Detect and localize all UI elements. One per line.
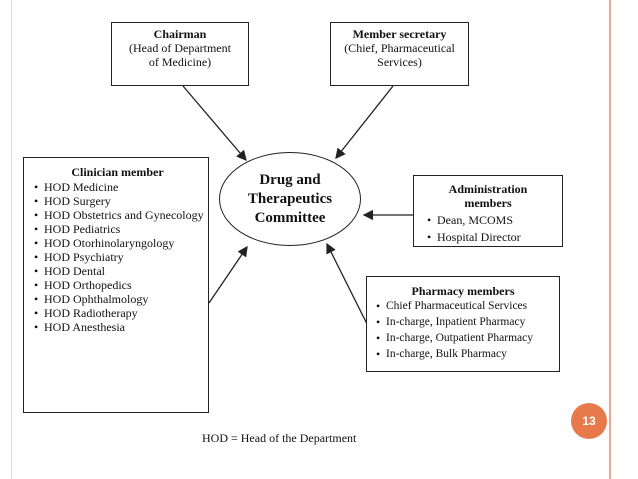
chairman-box: Chairman (Head of Department of Medicine… [111,22,249,86]
member-secretary-line2: Services) [377,55,422,69]
pharmacy-members-title: Pharmacy members [411,284,515,298]
list-item: Chief Pharmaceutical Services [373,299,559,313]
chairman-title: Chairman [153,27,207,41]
chairman-line2: of Medicine) [148,55,212,69]
arrow-clinician [208,245,248,304]
member-secretary-title: Member secretary [352,27,447,41]
list-item: In-charge, Outpatient Pharmacy [373,331,559,345]
administration-title-line2: members [464,196,512,210]
list-item: HOD Pediatrics [31,222,204,236]
clinician-member-box: Clinician member HOD Medicine HOD Surger… [23,157,209,413]
clinician-member-title: Clinician member [71,165,164,179]
committee-ellipse: Drug and Therapeutics Committee [219,152,361,246]
pharmacy-members-box: Pharmacy members Chief Pharmaceutical Se… [366,276,560,372]
member-secretary-box: Member secretary (Chief, Pharmaceutical … [330,22,469,86]
list-item: HOD Radiotherapy [31,306,204,320]
arrow-secretary [335,85,394,160]
list-item: Dean, MCOMS [424,213,562,227]
chairman-line1: (Head of Department [129,41,231,55]
list-item: HOD Surgery [31,194,204,208]
list-item: HOD Psychiatry [31,250,204,264]
list-item: Hospital Director [424,230,562,244]
arrow-pharmacy [326,242,373,335]
list-item: In-charge, Bulk Pharmacy [373,347,559,361]
administration-title-line1: Administration [448,182,528,196]
administration-member-list: Dean, MCOMS Hospital Director [424,213,562,244]
administration-members-box: Administration members Dean, MCOMS Hospi… [413,175,563,247]
member-secretary-line1: (Chief, Pharmaceutical [344,41,455,55]
list-item: HOD Otorhinolaryngology [31,236,204,250]
committee-label: Drug and Therapeutics Committee [247,171,333,226]
list-item: HOD Obstetrics and Gynecology [31,208,204,222]
page-number-badge: 13 [571,403,607,439]
list-item: HOD Ophthalmology [31,292,204,306]
list-item: HOD Anesthesia [31,320,204,334]
left-margin-rule [11,0,12,479]
pharmacy-member-list: Chief Pharmaceutical Services In-charge,… [373,299,559,361]
arrow-chairman [182,85,247,161]
footnote: HOD = Head of the Department [202,431,357,445]
list-item: In-charge, Inpatient Pharmacy [373,315,559,329]
list-item: HOD Orthopedics [31,278,204,292]
right-margin-rule [609,0,611,479]
list-item: HOD Medicine [31,180,204,194]
clinician-member-list: HOD Medicine HOD Surgery HOD Obstetrics … [31,180,204,334]
list-item: HOD Dental [31,264,204,278]
